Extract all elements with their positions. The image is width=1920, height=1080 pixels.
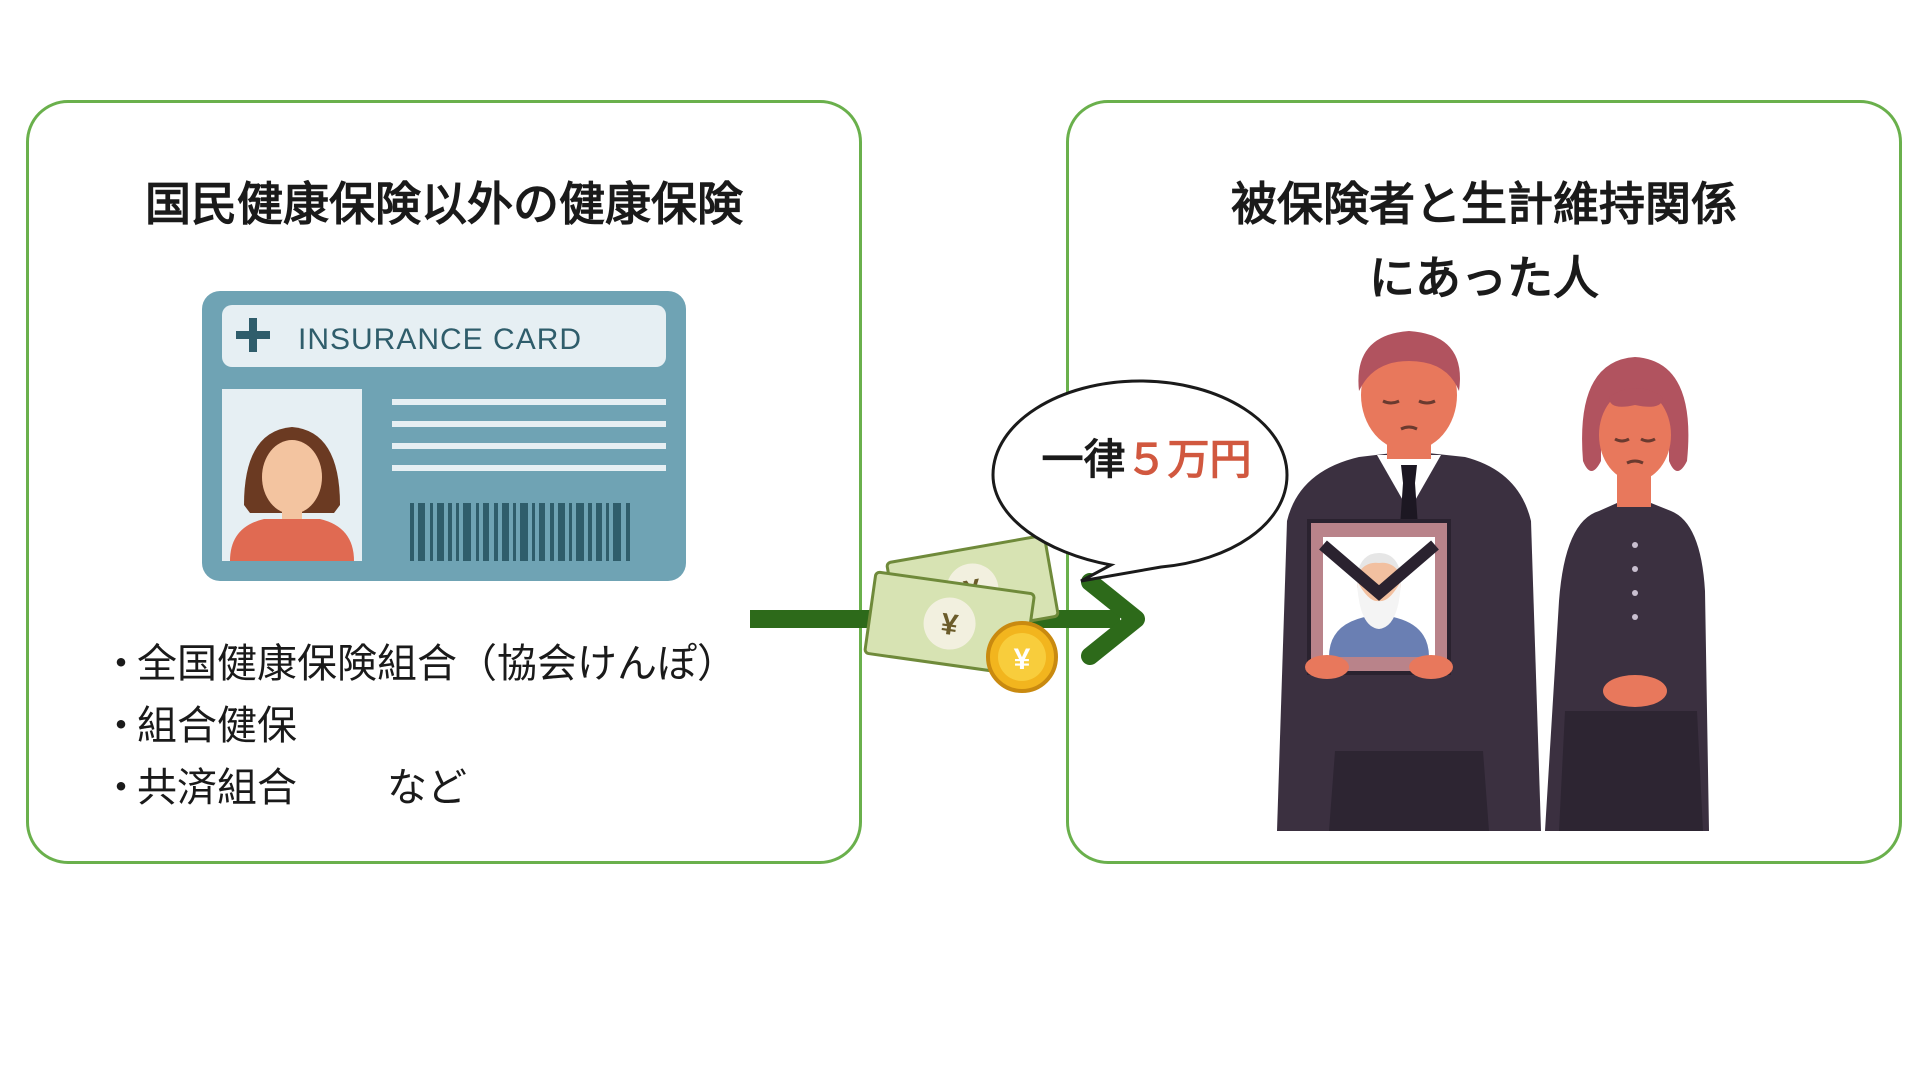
insurance-card-icon: INSURANCE CARD xyxy=(202,291,686,581)
bullet-marker: ・ xyxy=(101,641,141,687)
bubble-prefix: 一律 xyxy=(1041,435,1126,484)
bubble-amount: ５万円 xyxy=(1125,435,1252,484)
right-title-line2: にあった人 xyxy=(1369,251,1599,305)
svg-text:¥: ¥ xyxy=(1014,643,1031,676)
left-panel: 国民健康保険以外の健康保険 INSURANCE CARD xyxy=(26,100,862,864)
svg-text:¥: ¥ xyxy=(939,608,960,643)
list-item-text: 共済組合 xyxy=(137,765,297,811)
list-item: ・ 全国健康保険組合（協会けんぽ） xyxy=(101,633,861,695)
list-item-text: 組合健保 xyxy=(137,703,297,749)
bullet-marker: ・ xyxy=(101,703,141,749)
right-panel-title: 被保険者と生計維持関係 にあった人 xyxy=(1069,167,1899,315)
list-item: ・ 組合健保 xyxy=(101,695,861,757)
list-item-suffix: など xyxy=(387,765,467,811)
card-header-text: INSURANCE CARD xyxy=(298,323,582,356)
list-item: ・ 共済組合 など xyxy=(101,757,861,819)
list-item-text: 全国健康保険組合（協会けんぽ） xyxy=(137,641,737,687)
right-title-line1: 被保険者と生計維持関係 xyxy=(1231,177,1737,231)
yen-bills-and-coin-icon: ¥ ¥ ¥ xyxy=(863,535,1060,693)
speech-bubble xyxy=(991,379,1289,583)
bubble-text: 一律５万円 xyxy=(1014,430,1279,490)
mourning-family-icon xyxy=(1277,331,1709,831)
insurance-type-list: ・ 全国健康保険組合（協会けんぽ） ・ 組合健保 ・ 共済組合 など xyxy=(101,633,861,819)
left-panel-title: 国民健康保険以外の健康保険 xyxy=(145,177,743,231)
bullet-marker: ・ xyxy=(101,765,141,811)
